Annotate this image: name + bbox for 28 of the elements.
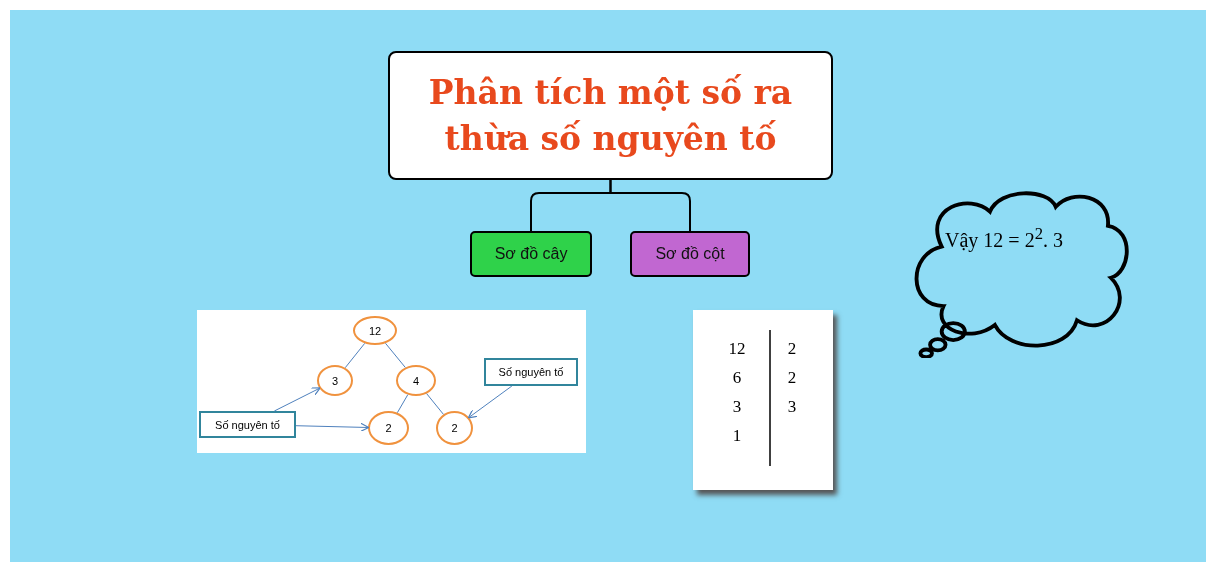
number-circle: 3: [317, 365, 353, 396]
number-text: 2: [786, 368, 798, 388]
connector-line: [384, 342, 406, 368]
process-box: Sơ đồ cây: [470, 231, 592, 277]
number-circle: 2: [368, 411, 409, 445]
connector-line: [609, 179, 691, 232]
process-box: Sơ đồ cột: [630, 231, 750, 277]
connector-line: [344, 342, 366, 369]
callout-box: Số nguyên tố: [484, 358, 578, 386]
title-box: Phân tích một số ra thừa số nguyên tố: [388, 51, 833, 180]
number-text: 2: [786, 339, 798, 359]
tree-panel: [197, 310, 586, 453]
number-circle: 12: [353, 316, 397, 345]
number-text: 6: [731, 368, 743, 388]
number-text: 3: [786, 397, 798, 417]
number-text: 12: [727, 339, 747, 359]
arrow: [295, 422, 370, 432]
connector-line: [396, 394, 409, 414]
arrow: [273, 387, 321, 412]
callout-box: Số nguyên tố: [199, 411, 296, 438]
connector-line: [426, 393, 444, 415]
number-circle: 4: [396, 365, 436, 396]
thought-cloud: Vậy 12 = 2$^{2}$. 3: [903, 188, 1135, 358]
arrow: [467, 385, 513, 419]
number-text: 3: [731, 397, 743, 417]
number-circle: 2: [436, 411, 473, 445]
number-text: 1: [731, 426, 743, 446]
table-panel: [693, 310, 833, 490]
